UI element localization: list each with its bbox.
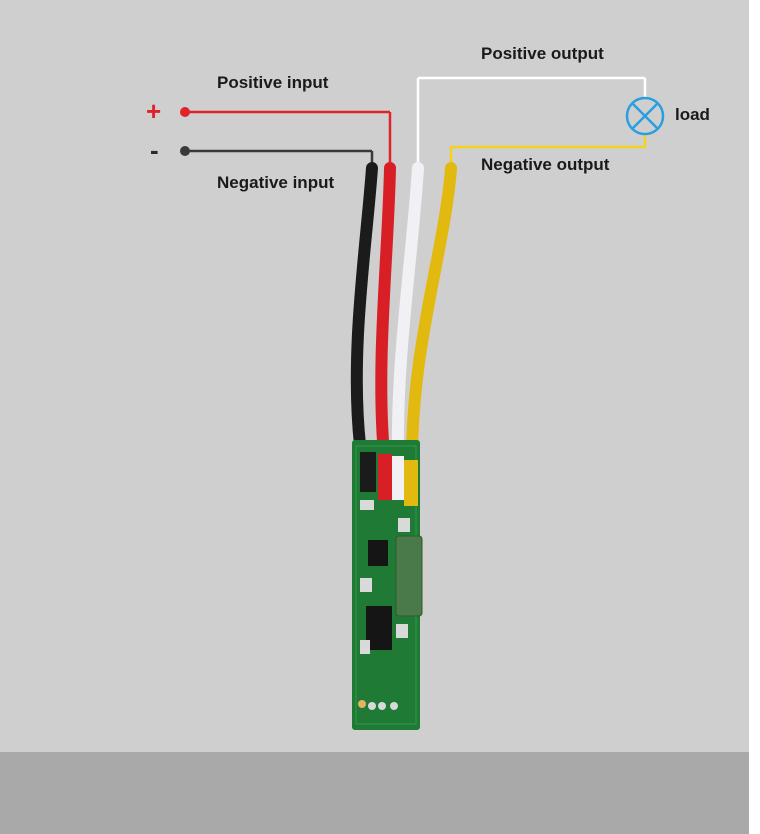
positive-output-line xyxy=(416,76,647,168)
load-lamp-icon xyxy=(625,96,665,136)
positive-input-line xyxy=(180,107,392,168)
plus-sign: + xyxy=(146,96,162,126)
minus-sign: - xyxy=(150,135,159,165)
image-border xyxy=(749,0,760,834)
negative-output-label: Negative output xyxy=(481,155,610,174)
positive-input-label: Positive input xyxy=(217,73,329,92)
black-wire xyxy=(350,162,378,451)
positive-output-label: Positive output xyxy=(481,44,604,63)
load-label: load xyxy=(675,105,710,124)
pcb-module xyxy=(352,440,423,730)
negative-input-line xyxy=(180,146,374,168)
background-floor xyxy=(0,752,749,834)
negative-input-label: Negative input xyxy=(217,173,335,192)
red-wire xyxy=(375,162,396,461)
yellow-wire xyxy=(405,162,457,476)
white-wire xyxy=(391,162,424,466)
